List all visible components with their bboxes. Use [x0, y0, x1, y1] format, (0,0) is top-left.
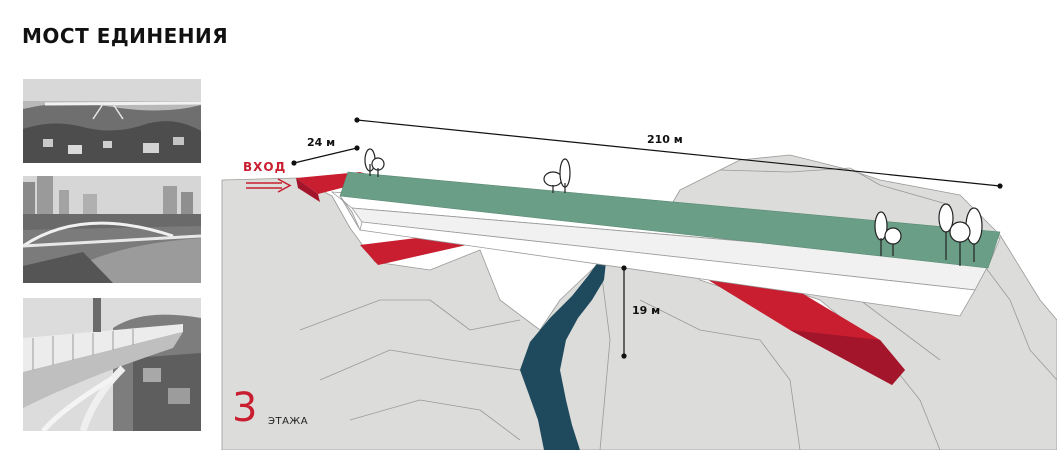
- bridge-structure: [330, 171, 1001, 317]
- page-title: МОСТ ЕДИНЕНИЯ: [22, 24, 229, 48]
- dimension-lines: [291, 117, 1003, 359]
- photo-aerial: [23, 79, 201, 163]
- dim-length-label: 210 м: [647, 133, 683, 146]
- entrance-arrow-icon: [246, 178, 292, 193]
- bridge-photo-aerial-icon: [23, 79, 201, 163]
- river: [520, 262, 606, 450]
- bridge-deck: [339, 171, 1001, 269]
- photo-deck: [23, 298, 201, 431]
- dim-entrance-label: 24 м: [307, 136, 335, 149]
- entrance-label: ВХОД: [243, 160, 286, 174]
- tree-icon: [364, 148, 983, 266]
- photo-river: [23, 176, 201, 283]
- bridge-photo-deck-icon: [23, 298, 201, 431]
- floors-label: ЭТАЖА: [268, 416, 309, 427]
- dim-height-label: 19 м: [632, 304, 660, 317]
- floors-number: 3: [232, 385, 258, 431]
- bridge-photo-river-icon: [23, 176, 201, 283]
